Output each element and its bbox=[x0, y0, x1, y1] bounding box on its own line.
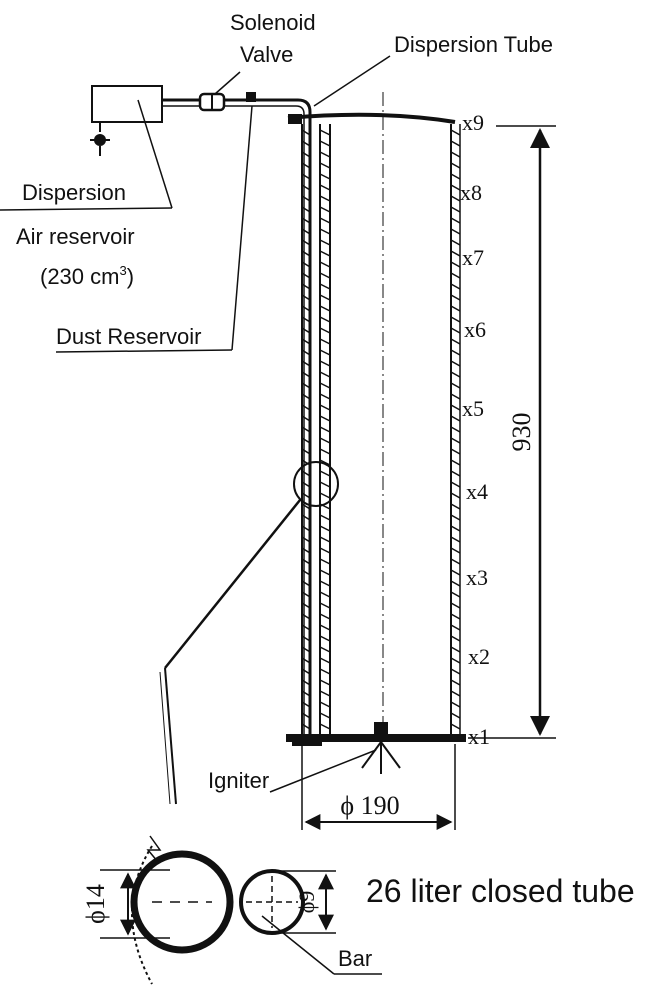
dust-reservoir-fitting bbox=[246, 92, 256, 102]
sensor-label-x2: x2 bbox=[468, 644, 490, 669]
sensor-label-x1: x1 bbox=[468, 724, 490, 749]
tube-lid bbox=[287, 112, 456, 124]
diameter-dimension bbox=[301, 744, 456, 830]
tube-bottom-plate bbox=[286, 734, 466, 746]
detail-tube-section bbox=[130, 835, 234, 985]
igniter-label: Igniter bbox=[208, 768, 269, 793]
detail-callout bbox=[159, 461, 339, 805]
sensor-label-x3: x3 bbox=[466, 565, 488, 590]
sensor-label-x5: x5 bbox=[462, 396, 484, 421]
caption: 26 liter closed tube bbox=[366, 873, 635, 909]
sensor-label-x8: x8 bbox=[460, 180, 482, 205]
detail-outer-value: ϕ14 bbox=[81, 884, 110, 924]
sensor-labels: x9 x8 x7 x6 x5 x4 x3 x2 x1 bbox=[460, 110, 490, 749]
bar-label: Bar bbox=[338, 946, 372, 971]
sensor-label-x7: x7 bbox=[462, 245, 484, 270]
solenoid-label-line2: Valve bbox=[240, 42, 293, 67]
height-value: 930 bbox=[507, 413, 536, 452]
sensor-label-x6: x6 bbox=[464, 317, 486, 342]
solenoid-label-line1: Solenoid bbox=[230, 10, 316, 35]
height-dimension bbox=[468, 125, 556, 739]
air-reservoir-body bbox=[90, 85, 163, 156]
sensor-label-x9: x9 bbox=[462, 110, 484, 135]
dust-reservoir-label: Dust Reservoir bbox=[56, 324, 201, 349]
solenoid-valve bbox=[198, 92, 226, 112]
closed-tube-walls bbox=[301, 124, 461, 735]
dispersion-pipe bbox=[162, 98, 312, 735]
detail-inner-dimension bbox=[261, 870, 382, 975]
igniter-icon bbox=[361, 722, 401, 774]
label-leaders bbox=[0, 55, 391, 793]
air-volume-label: (230 cm3) bbox=[40, 263, 134, 289]
detail-inner-value: ϕ9 bbox=[294, 891, 319, 914]
sensor-label-x4: x4 bbox=[466, 479, 488, 504]
air-reservoir-label: Air reservoir bbox=[16, 224, 135, 249]
dispersion-tube-label: Dispersion Tube bbox=[394, 32, 553, 57]
dispersion-label: Dispersion bbox=[22, 180, 126, 205]
detail-outer-dimension bbox=[100, 869, 170, 939]
diameter-value: ϕ 190 bbox=[340, 791, 399, 820]
